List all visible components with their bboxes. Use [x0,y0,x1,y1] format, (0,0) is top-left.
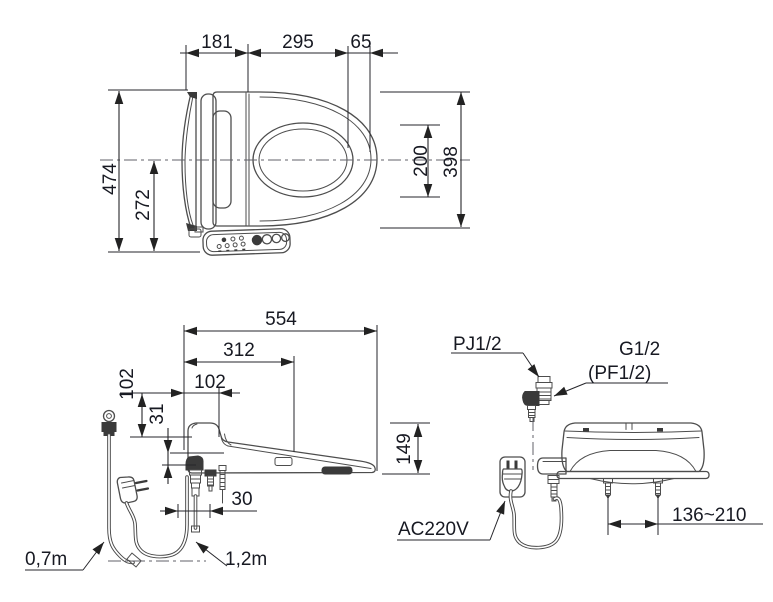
dim-136-210-label: 136~210 [672,505,747,526]
g12-label: G1/2 [619,339,660,360]
seat-profile-geometry [101,409,376,568]
control-panel [202,228,291,256]
wall-outlet [499,456,526,498]
dim-398-label: 398 [441,146,462,178]
ac220v-label: AC220V [398,519,469,540]
cord-connector-stub [547,475,560,502]
side-view: 554 312 102 102 31 30 0,7m 1,2m [25,309,378,571]
dim-31-label: 31 [147,403,168,424]
seat-foot [321,466,353,475]
rear-view-dimensions: 149 136~210 PJ1/2 G1/2 (PF1/2) AC220V [382,334,763,541]
pj12-leader [451,352,540,378]
dim-295-label: 295 [282,32,314,53]
water-supply-hose [101,409,142,568]
hose-length-label: 0,7m [25,549,67,570]
dim-149-label: 149 [394,433,415,465]
water-inlet-fitting [522,376,553,422]
fixing-bolt [204,469,217,492]
dim-554-label: 554 [265,309,297,330]
pj12-label: PJ1/2 [453,334,502,355]
dim-474-label: 474 [100,163,121,195]
water-valve [185,455,204,533]
cord-length-label: 1,2m [225,549,267,570]
rear-view: 149 136~210 PJ1/2 G1/2 (PF1/2) AC220V [382,334,763,550]
dim-312-label: 312 [223,340,255,361]
dim-181-label: 181 [201,32,233,53]
power-plug-side [116,476,150,504]
dim-200-label: 200 [411,145,432,177]
lid-side-strip [200,93,217,230]
pf12-label: (PF1/2) [588,363,651,384]
dimension-arrowheads [92,48,658,555]
dim-30-label: 30 [231,489,252,510]
side-view-dimensions: 554 312 102 102 31 30 0,7m 1,2m [25,309,378,571]
panel-buttons [216,233,290,252]
dim-102-horizontal-label: 102 [194,372,226,393]
hose-end-cap [126,552,142,568]
power-cord-rear [508,489,564,550]
dim-102-vertical-label: 102 [117,368,138,400]
power-plug-rear [501,460,523,492]
top-view: 181 295 65 474 272 200 398 [100,32,470,256]
drain-pin [218,465,227,504]
rear-body-geometry [499,376,710,550]
nozzle-hatch [274,457,293,466]
side-arm [536,457,567,475]
g12-leader [553,382,668,397]
power-cord [124,475,189,559]
dim-65-label: 65 [350,32,371,53]
dim-272-label: 272 [133,189,154,221]
top-view-dimensions: 181 295 65 474 272 200 398 [100,32,470,253]
